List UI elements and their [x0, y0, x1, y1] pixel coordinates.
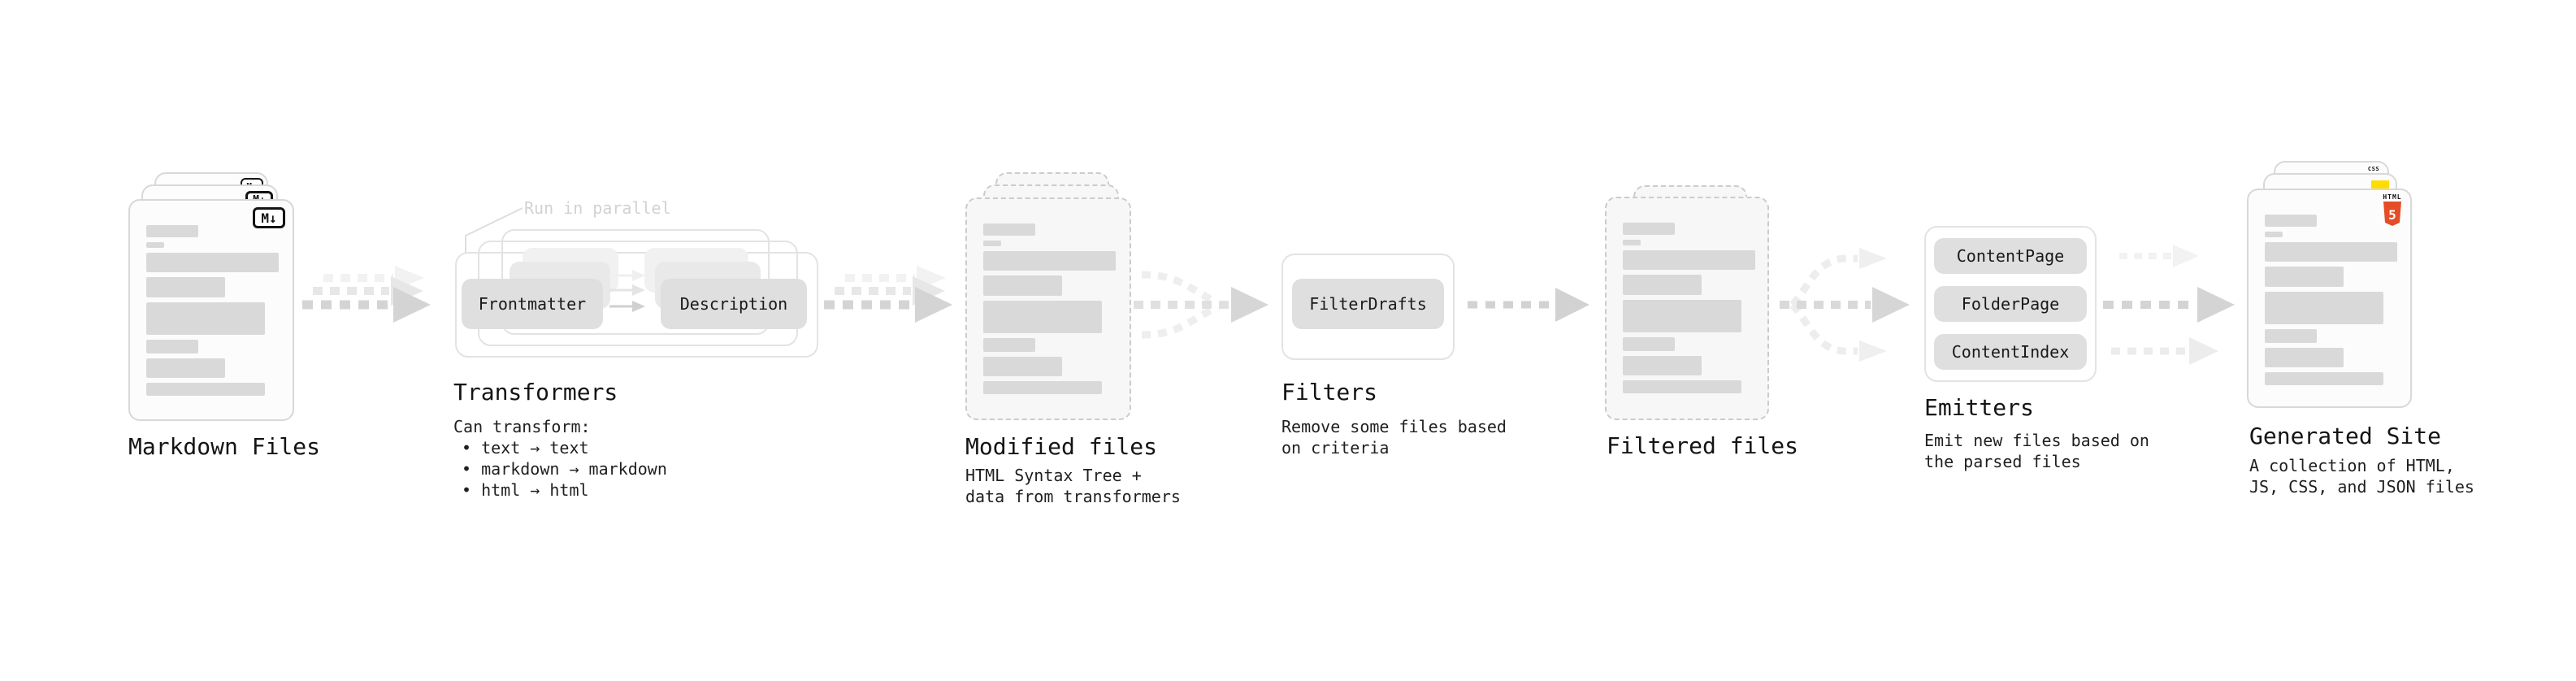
skeleton-bar [983, 381, 1102, 394]
markdown-icon-glyph: M↓ [261, 210, 277, 226]
skeleton-bar [2265, 372, 2383, 385]
css-icon-label: CSS [2367, 166, 2380, 172]
file-content-skeleton [2249, 190, 2410, 385]
skeleton-bar [1623, 300, 1741, 332]
skeleton-bar [1623, 380, 1741, 393]
skeleton-bar [146, 253, 279, 272]
arrow-filters-to-filtered [1468, 288, 1589, 322]
skeleton-bar [1623, 275, 1702, 295]
contentpage-box: ContentPage [1934, 238, 2087, 274]
arrow-modified-to-filters [1134, 271, 1268, 339]
transformer-inner-arrows [609, 270, 645, 312]
folderpage-box: FolderPage [1934, 286, 2087, 322]
arrow-markdown-to-transformers [302, 266, 431, 323]
modified-files-description: HTML Syntax Tree + data from transformer… [965, 465, 1181, 507]
stage-label-emitters: Emitters [1924, 394, 2034, 421]
svg-text:5: 5 [2388, 207, 2396, 223]
note-leader-line [465, 207, 523, 254]
skeleton-bar [1623, 356, 1702, 375]
skeleton-bar [146, 383, 265, 396]
transformers-desc-line: Can transform: [453, 417, 591, 436]
skeleton-bar [983, 241, 1001, 246]
skeleton-bar [1623, 223, 1675, 235]
arrow-filtered-to-emitters [1780, 248, 1910, 362]
stage-label-transformers: Transformers [453, 379, 618, 406]
stage-label-filters: Filters [1281, 379, 1378, 406]
skeleton-bar [2265, 215, 2317, 227]
html5-shield-icon: 5 [2383, 202, 2401, 226]
html5-icon-word: HTML [2383, 193, 2402, 201]
skeleton-bar [146, 225, 198, 237]
skeleton-bar [2265, 232, 2283, 237]
filters-desc-line: on criteria [1281, 438, 1390, 458]
file-content-skeleton [1607, 198, 1767, 393]
skeleton-bar [983, 357, 1062, 376]
emitters-desc-line: the parsed files [1924, 452, 2081, 471]
skeleton-bar [2265, 242, 2397, 262]
generated-site-stack: CSS HTML 5 [2247, 161, 2412, 408]
skeleton-bar [1623, 240, 1641, 245]
stage-label-generated-site: Generated Site [2249, 423, 2442, 449]
skeleton-bar [1623, 337, 1675, 351]
skeleton-bar [1623, 250, 1755, 270]
skeleton-bar [983, 251, 1116, 271]
skeleton-bar [983, 338, 1035, 352]
transformers-desc-line: • markdown → markdown [462, 459, 667, 479]
skeleton-bar [2265, 292, 2383, 324]
skeleton-bar [2265, 267, 2344, 287]
html-file-card: HTML 5 [2247, 189, 2412, 408]
filterdrafts-box: FilterDrafts [1292, 279, 1444, 329]
file-content-skeleton [967, 199, 1130, 394]
modified-desc-line: data from transformers [965, 487, 1181, 506]
skeleton-bar [146, 242, 164, 248]
arrow-transformers-to-modified [824, 266, 952, 323]
skeleton-bar [983, 301, 1102, 333]
generated-desc-line: A collection of HTML, [2249, 456, 2455, 475]
transformers-desc-line: • text → text [462, 438, 589, 458]
contentindex-box: ContentIndex [1934, 334, 2087, 370]
transformer-card-front [455, 252, 818, 358]
generated-desc-line: JS, CSS, and JSON files [2249, 477, 2474, 497]
filtered-files-stack [1605, 185, 1769, 420]
generated-site-description: A collection of HTML, JS, CSS, and JSON … [2249, 455, 2474, 497]
emitters-desc-line: Emit new files based on [1924, 431, 2149, 450]
transformers-description: Can transform: • text → text • markdown … [453, 416, 667, 501]
markdown-file-card-front: M↓ [128, 199, 294, 421]
frontmatter-box: Frontmatter [462, 279, 603, 329]
skeleton-bar [146, 302, 265, 335]
skeleton-bar [146, 358, 225, 378]
arrow-contentpage-to-site [2119, 245, 2199, 267]
file-content-skeleton [130, 201, 293, 396]
skeleton-bar [146, 277, 225, 297]
arrow-contentindex-to-site [2111, 337, 2218, 365]
arrow-folderpage-to-site [2103, 287, 2235, 323]
transformers-desc-line: • html → html [462, 480, 589, 500]
filters-description: Remove some files based on criteria [1281, 416, 1507, 458]
skeleton-bar [983, 275, 1062, 296]
stage-label-filtered-files: Filtered files [1607, 432, 1799, 459]
skeleton-bar [983, 223, 1035, 236]
skeleton-bar [2265, 329, 2317, 343]
emitters-description: Emit new files based on the parsed files [1924, 430, 2149, 472]
markdown-icon: M↓ [253, 207, 285, 228]
filters-desc-line: Remove some files based [1281, 417, 1507, 436]
stage-label-modified-files: Modified files [965, 433, 1158, 460]
filtered-file-card-front [1605, 197, 1769, 420]
description-box: Description [661, 279, 807, 329]
markdown-files-stack: M↓ M↓ M↓ [128, 172, 294, 421]
skeleton-bar [2265, 348, 2344, 367]
stage-label-markdown-files: Markdown Files [128, 433, 321, 460]
run-in-parallel-note: Run in parallel [524, 198, 671, 218]
modified-files-stack [965, 172, 1131, 420]
skeleton-bar [146, 340, 198, 354]
modified-desc-line: HTML Syntax Tree + [965, 466, 1142, 485]
modified-file-card-front [965, 197, 1131, 420]
html5-icon: HTML 5 [2383, 193, 2402, 230]
